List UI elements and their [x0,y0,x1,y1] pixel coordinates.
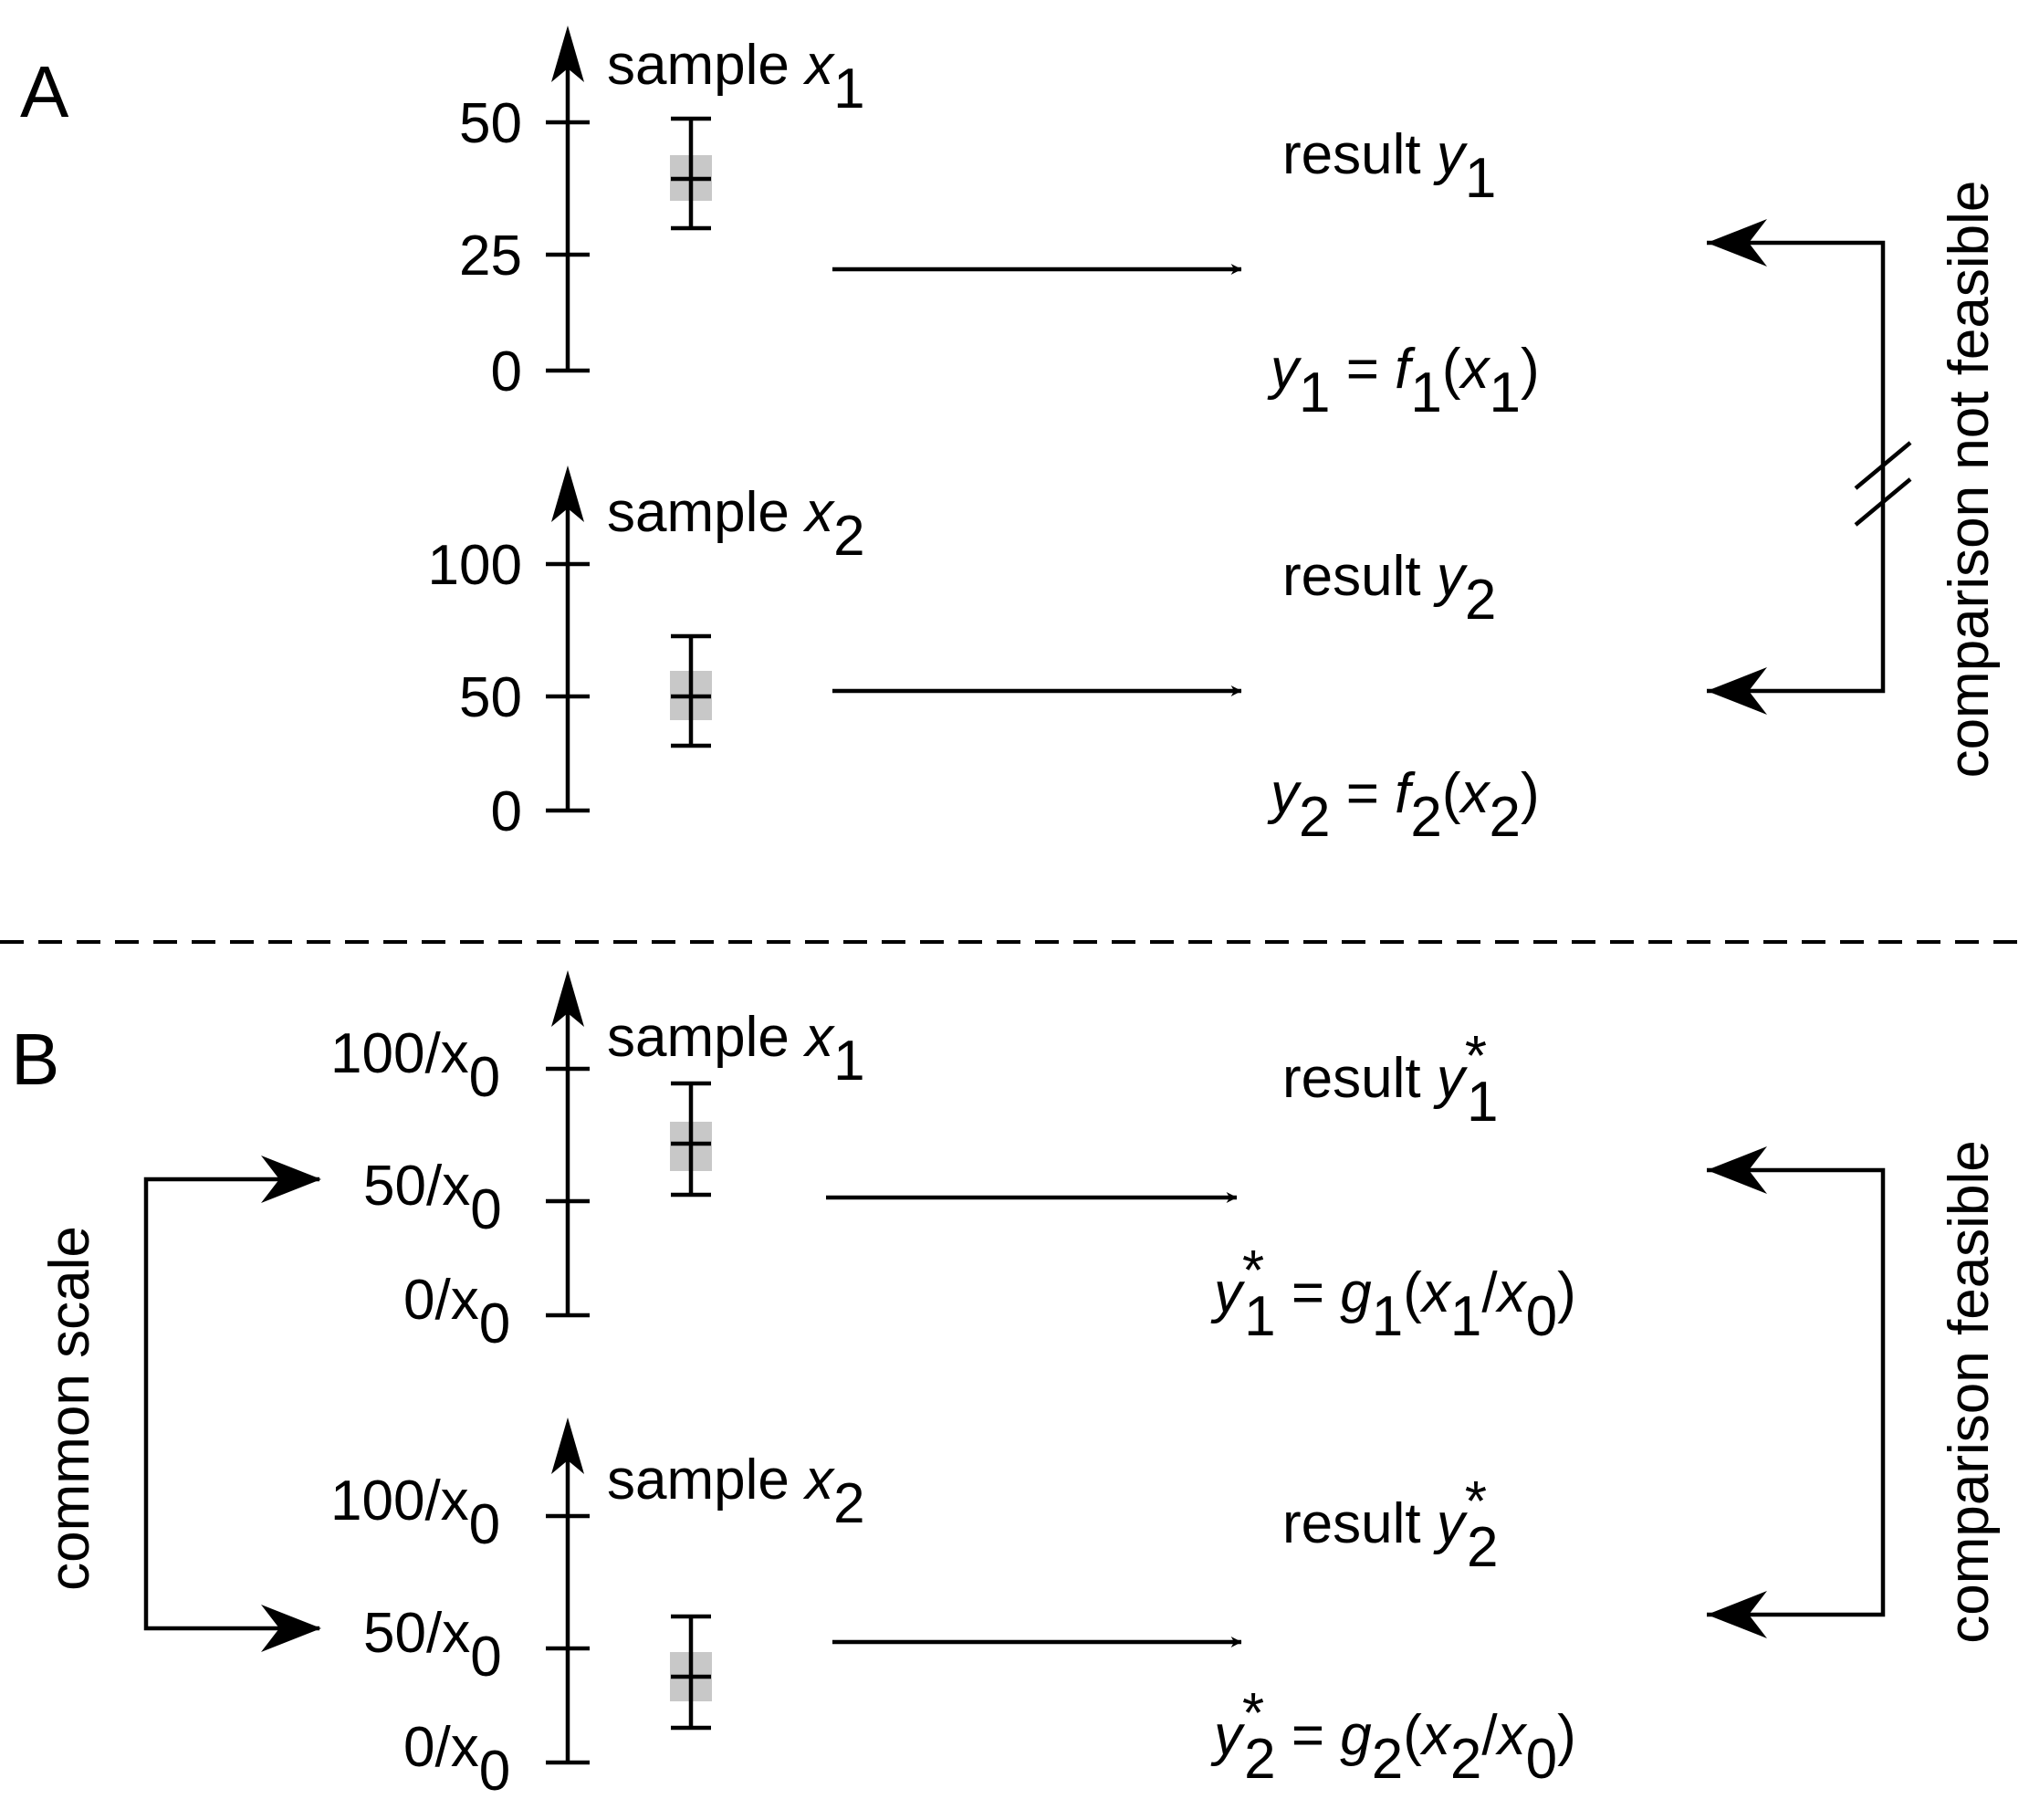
panel-a-sample-2-errorbar [670,633,712,748]
tick-label: 0/x0 [403,1716,510,1803]
tick-label: 50/x0 [363,1155,502,1241]
panel-a-letter: A [20,51,69,132]
axis-arrowhead [551,970,584,1027]
tick-label: 50 [459,92,522,155]
tick-label: 25 [459,225,522,288]
panel-a-sample-1-errorbar [670,116,712,231]
panel-b-common-scale-bracket [143,1156,321,1652]
panel-b-result-1: result y*1 [1282,1025,1498,1134]
break-mark [1854,441,1912,490]
tick-label: 100/x0 [330,1022,500,1109]
panel-b-sample-1-axis: 100/x0 50/x0 0/x0 sample x1 [330,970,865,1355]
panel-a-sample-2-axis: 100 50 0 sample x2 [428,465,865,843]
panel-b-result-2: result y*2 [1282,1470,1498,1579]
tick-label: 100 [428,534,522,597]
bracket-line [143,1177,319,1631]
tick-label: 100/x0 [330,1470,500,1556]
tick-label: 0/x0 [403,1269,510,1355]
panel-b-sample-2-errorbar [670,1614,712,1731]
bracket-line [1707,240,1886,694]
sample-label: sample x2 [607,1449,865,1535]
sample-label: sample x1 [607,34,865,120]
panel-a-comparison-bracket [1707,219,1912,715]
sample-label: sample x2 [607,481,865,568]
panel-b-sample-2-axis: 100/x0 50/x0 0/x0 sample x2 [330,1417,865,1803]
bracket-arrowhead [1707,1146,1767,1194]
panel-a-comparison-label: comparison not feasible [1938,181,2001,779]
break-mark [1854,477,1912,527]
axis-arrowhead [551,26,584,82]
axis-arrowhead [551,1417,584,1474]
panel-b-letter: B [11,1019,59,1100]
tick-label: 0 [491,340,522,403]
axis-arrowhead [551,465,584,522]
panel-b-sample-1-errorbar [670,1081,712,1198]
panel-a-sample-1-axis: 50 25 0 sample x1 [459,26,865,403]
panel-b-comparison-bracket [1707,1146,1886,1638]
panel-b-equation-1: y*1 = g1(x1/x0) [1210,1239,1576,1348]
bracket-arrowhead [1707,1591,1767,1638]
bracket-arrowhead [1707,667,1767,715]
panel-a-result-2: result y2 [1282,545,1496,632]
sample-label: sample x1 [607,1006,865,1093]
tick-label: 0 [491,780,522,843]
panel-b-equation-2: y*2 = g2(x2/x0) [1210,1682,1576,1791]
bracket-arrowhead [261,1605,321,1652]
panel-a-equation-2: y2 = f2(x2) [1267,762,1540,849]
bracket-line [1707,1167,1886,1617]
panel-b-comparison-label: comparison feasible [1938,1140,2001,1643]
panel-b-common-scale-label: common scale [38,1226,101,1591]
tick-label: 50/x0 [363,1602,502,1689]
bracket-arrowhead [1707,219,1767,267]
panel-a-result-1: result y1 [1282,123,1496,210]
bracket-arrowhead [261,1156,321,1203]
panel-a-equation-1: y1 = f1(x1) [1267,338,1540,424]
tick-label: 50 [459,666,522,729]
